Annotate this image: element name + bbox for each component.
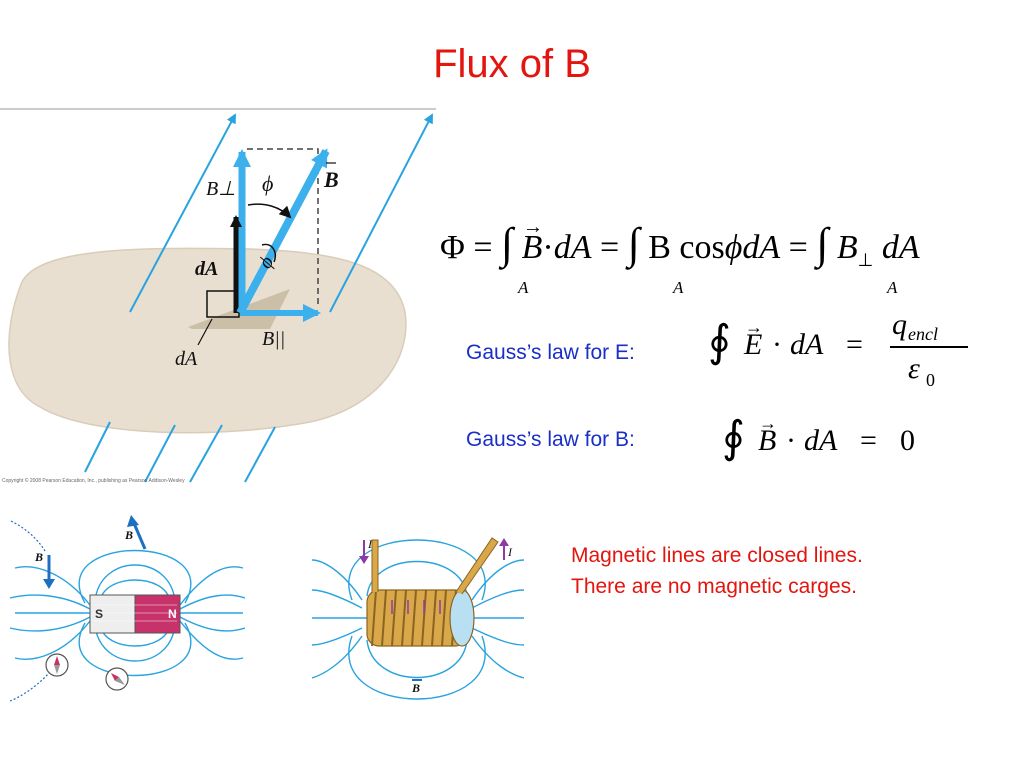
flux-equation: Φ = ∫ B·dA = ∫ B cosϕdA = ∫ B⊥ dA A A A: [440, 208, 1010, 308]
gauss-e-equals: =: [846, 328, 863, 361]
eq1-equals-1: =: [473, 229, 493, 266]
eq1-integral-3: ∫: [816, 219, 829, 268]
surface-blob: [8, 247, 407, 434]
gauss-e-dot: ·: [772, 328, 782, 361]
solenoid-svg: I I B: [311, 537, 525, 700]
pole-n-label: N: [168, 607, 177, 621]
eq1-integral-1: ∫: [501, 219, 514, 268]
eq1-equals-2: =: [600, 229, 620, 266]
label-b-vector: B: [323, 167, 339, 192]
gauss-b-dot: ·: [786, 424, 796, 457]
eq1-sub-A-3: A: [887, 278, 898, 297]
flux-surface-svg: B⊥ ϕ B dA ϕ B|| dA Copyright © 2008 Pear…: [0, 107, 436, 485]
eq1-dA-1: dA: [553, 229, 592, 266]
gauss-b-zero: 0: [900, 424, 915, 457]
eq1-B-perp: B: [836, 229, 858, 266]
solenoid-I-left: I: [367, 537, 373, 551]
gauss-e-q-sub: encl: [908, 324, 938, 344]
gauss-b-B: B: [758, 424, 776, 458]
eq1-phi-small: ϕ: [724, 229, 743, 266]
gauss-e-fraction-bar: [890, 346, 968, 348]
gauss-b-label: Gauss’s law for B:: [466, 428, 635, 451]
eq1-dA-3: dA: [881, 229, 920, 266]
label-dA: dA: [175, 348, 198, 370]
gauss-e-E: E: [744, 328, 762, 362]
gauss-e-oint: ∮: [708, 317, 731, 366]
note-line-1: Magnetic lines are closed lines.: [571, 544, 863, 567]
label-b-perp: B⊥: [206, 178, 236, 200]
gauss-e-q: q: [892, 308, 907, 341]
eq1-B: B: [522, 229, 543, 267]
copyright-text: Copyright © 2008 Pearson Education, Inc.…: [2, 477, 185, 484]
gauss-b-equals: =: [860, 424, 877, 457]
note-block: Magnetic lines are closed lines. There a…: [571, 540, 863, 602]
solenoid-figure: I I B: [311, 530, 525, 708]
note-line-2: There are no magnetic carges.: [571, 575, 857, 598]
eq1-dA-2: dA: [742, 229, 781, 266]
bar-magnet-svg: S N B B: [9, 515, 246, 702]
eq1-integral-2: ∫: [627, 219, 640, 268]
eq1-sub-A-2: A: [673, 278, 684, 297]
gauss-b-oint: ∮: [722, 413, 745, 462]
slide-title: Flux of B: [433, 42, 591, 86]
label-b-parallel: B||: [262, 328, 285, 350]
gauss-e-epsilon: ε: [908, 352, 920, 385]
solenoid-B-label: B: [411, 681, 420, 695]
solenoid-I-right: I: [507, 545, 513, 559]
label-phi-top: ϕ: [262, 171, 273, 196]
eq1-equals-3: =: [788, 229, 808, 266]
bar-magnet-figure: S N B B: [5, 513, 246, 705]
gauss-e-dA: dA: [790, 328, 824, 361]
eq1-sub-A-1: A: [518, 278, 529, 297]
gauss-e-label: Gauss’s law for E:: [466, 341, 635, 364]
pole-s-label: S: [95, 607, 103, 621]
label-dA-vector: dA: [195, 258, 218, 280]
flux-surface-figure: B⊥ ϕ B dA ϕ B|| dA Copyright © 2008 Pear…: [0, 107, 436, 485]
eq1-B-cos: B cos: [648, 229, 725, 266]
eq1-phi: Φ: [440, 229, 465, 266]
gauss-e-epsilon-sub: 0: [926, 370, 935, 390]
bar-B-label-left: B: [34, 550, 43, 564]
eq1-perp: ⊥: [857, 249, 874, 270]
bar-B-label-top: B: [124, 528, 133, 542]
gauss-b-dA: dA: [804, 424, 838, 457]
eq1-dot: ·: [542, 229, 554, 266]
